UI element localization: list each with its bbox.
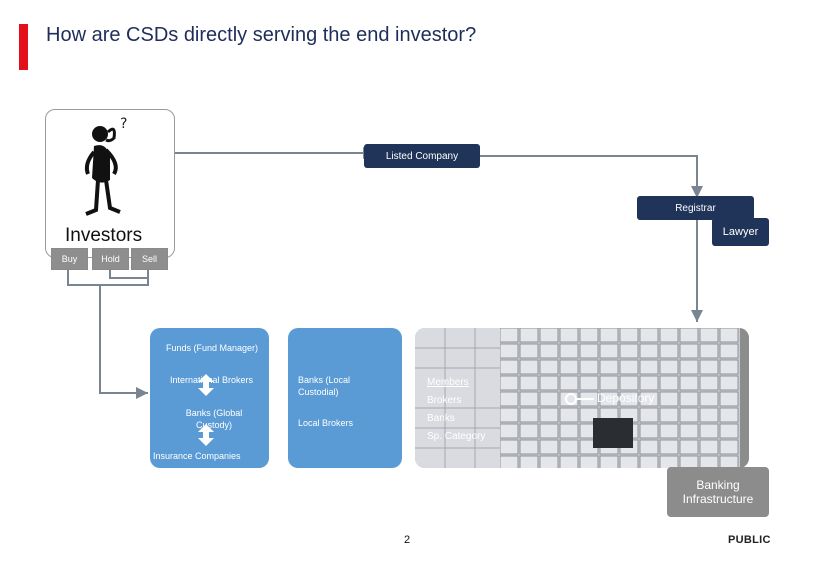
lawyer-box: Lawyer: [712, 218, 769, 246]
banking-infrastructure-box: Banking Infrastructure: [667, 467, 769, 517]
classification-label: PUBLIC: [728, 534, 771, 546]
key-icon: [565, 393, 594, 405]
thinking-person-icon: ?: [84, 116, 127, 216]
title-accent-bar: [19, 24, 28, 70]
sell-box: Sell: [131, 248, 168, 270]
buy-box: Buy: [51, 248, 88, 270]
funds-panel: [150, 328, 269, 468]
page-number: 2: [404, 534, 411, 546]
local-panel: [288, 328, 402, 468]
banking-infrastructure-label: Banking Infrastructure: [682, 478, 754, 506]
registrar-box: Registrar: [637, 196, 754, 220]
buy-to-panel-line: [67, 262, 148, 399]
safe-deposit-boxes-image: [415, 328, 749, 468]
member-banks: Banks: [427, 413, 455, 424]
funds-heading: Funds (Fund Manager): [166, 343, 259, 353]
banks-local-label: Banks (Local Custodial): [298, 375, 351, 397]
member-sp-category: Sp. Category: [427, 431, 486, 442]
company-to-registrar-line: [480, 155, 703, 198]
hold-box: Hold: [92, 248, 129, 270]
depository-label: Depository: [597, 391, 655, 405]
investors-box: [45, 109, 175, 258]
insurance-label: Insurance Companies: [153, 451, 241, 461]
investors-label: Investors: [65, 225, 143, 246]
svg-text:?: ?: [120, 116, 127, 132]
global-custody-label: Banks (Global Custody): [185, 408, 243, 430]
double-arrows-icon: [198, 374, 214, 446]
local-brokers-label: Local Brokers: [298, 418, 354, 428]
page-title: How are CSDs directly serving the end in…: [46, 24, 477, 46]
member-brokers: Brokers: [427, 395, 462, 406]
members-heading: Members: [427, 377, 469, 388]
listed-company-box: Listed Company: [364, 144, 480, 168]
